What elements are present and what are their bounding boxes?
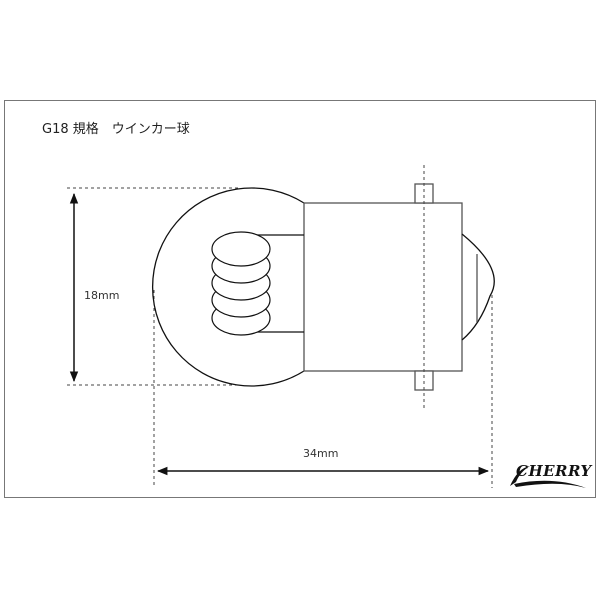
metal-base xyxy=(303,202,463,372)
filament-coil xyxy=(211,231,271,336)
glass-globe xyxy=(152,187,305,387)
height-extension-lines xyxy=(67,187,240,386)
top-pin xyxy=(414,183,434,204)
length-dimension-label: 34mm xyxy=(303,447,339,460)
length-extension-lines xyxy=(153,165,493,488)
diagram-title: G18 規格 ウインカー球 xyxy=(42,122,190,137)
logo-swoosh-icon xyxy=(510,466,586,488)
contact-tip xyxy=(461,233,495,341)
brand-logo: CHERRY xyxy=(508,460,591,490)
logo-text: CHERRY xyxy=(516,462,592,480)
drawing-frame xyxy=(4,100,596,498)
height-dimension-label: 18mm xyxy=(84,289,120,302)
